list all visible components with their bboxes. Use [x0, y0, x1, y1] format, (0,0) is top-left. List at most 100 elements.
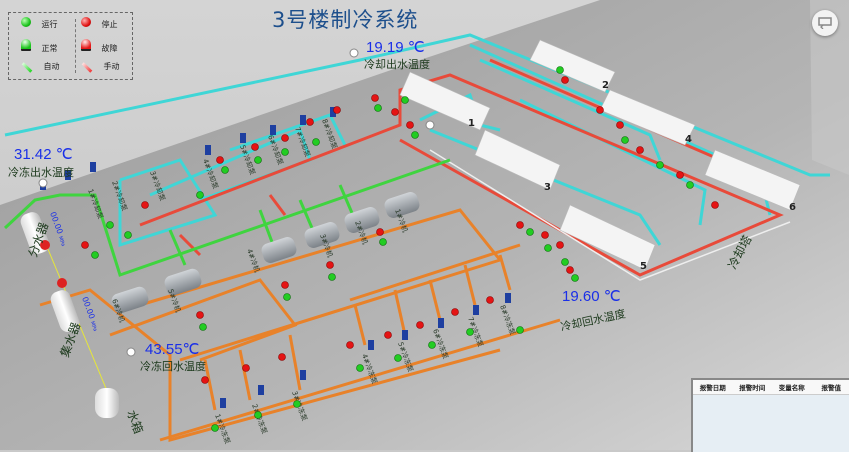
stopped-indicator-icon [197, 312, 204, 319]
col-alarm-date[interactable]: 报警日期 [693, 382, 733, 392]
tower-number: 4 [685, 134, 692, 145]
legend-fault: 故障 [102, 44, 118, 53]
alarm-table-header: 报警日期 报警时间 变量名称 报警值 [693, 380, 849, 395]
stopped-indicator-icon [372, 95, 379, 102]
running-indicator-icon [357, 365, 364, 372]
running-indicator-icon [255, 412, 262, 419]
stopped-indicator-icon [637, 147, 644, 154]
cooling-return-temp: 19.60 ℃ [562, 287, 621, 305]
stopped-indicator-icon [407, 122, 414, 129]
running-indicator-icon [412, 132, 419, 139]
running-indicator-icon [545, 245, 552, 252]
running-indicator-icon [517, 327, 524, 334]
running-indicator-icon [212, 425, 219, 432]
stopped-indicator-icon [252, 144, 259, 151]
running-indicator-icon [562, 259, 569, 266]
running-indicator-icon [572, 275, 579, 282]
tower-number: 2 [602, 80, 609, 91]
running-indicator-icon [402, 97, 409, 104]
stopped-indicator-icon [487, 297, 494, 304]
stopped-indicator-icon [347, 342, 354, 349]
running-indicator-icon [467, 329, 474, 336]
col-variable-name[interactable]: 变量名称 [772, 382, 812, 392]
stopped-indicator-icon [385, 332, 392, 339]
stopped-indicator-icon [279, 354, 286, 361]
running-indicator-icon [329, 274, 336, 281]
stopped-indicator-icon [82, 242, 89, 249]
running-indicator-icon [657, 162, 664, 169]
auto-switch-icon [22, 62, 33, 73]
running-indicator-icon [395, 355, 402, 362]
tower-number: 1 [468, 118, 475, 129]
stopped-indicator-icon [327, 262, 334, 269]
legend-auto: 自动 [44, 62, 60, 71]
col-alarm-value[interactable]: 报警值 [812, 382, 849, 392]
running-indicator-icon [21, 17, 31, 27]
running-indicator-icon [200, 324, 207, 331]
stopped-indicator-icon [542, 232, 549, 239]
stopped-indicator-icon [142, 202, 149, 209]
stopped-indicator-icon [417, 322, 424, 329]
stopped-indicator-icon [282, 282, 289, 289]
water-tank [95, 388, 119, 418]
legend-stopped: 停止 [102, 20, 118, 29]
running-indicator-icon [294, 401, 301, 408]
stopped-indicator-icon [217, 157, 224, 164]
running-indicator-icon [222, 167, 229, 174]
cooling-out-temp: 19.19 ℃ [366, 38, 425, 56]
stopped-indicator-icon [243, 365, 250, 372]
stopped-indicator-icon [334, 107, 341, 114]
chilled-out-temp: 31.42 ℃ [14, 145, 73, 163]
running-indicator-icon [622, 137, 629, 144]
col-alarm-time[interactable]: 报警时间 [733, 382, 773, 392]
stopped-indicator-icon [377, 229, 384, 236]
running-indicator-icon [107, 222, 114, 229]
alarm-table[interactable]: 报警日期 报警时间 变量名称 报警值 [691, 378, 849, 452]
chilled-return-label: 冷冻回水温度 [140, 358, 206, 374]
fault-lamp-icon [81, 39, 91, 51]
running-indicator-icon [313, 139, 320, 146]
running-indicator-icon [557, 67, 564, 74]
stopped-indicator-icon [562, 77, 569, 84]
running-indicator-icon [687, 182, 694, 189]
stopped-indicator-icon [567, 267, 574, 274]
stopped-indicator-icon [617, 122, 624, 129]
tower-number: 3 [544, 182, 551, 193]
stopped-indicator-icon [307, 119, 314, 126]
return-icon [818, 17, 832, 29]
legend-normal: 正常 [42, 44, 58, 53]
cooling-out-label: 冷却出水温度 [364, 56, 430, 72]
stopped-indicator-icon [517, 222, 524, 229]
stopped-indicator-icon [392, 109, 399, 116]
running-indicator-icon [197, 192, 204, 199]
tower-number: 6 [789, 202, 796, 213]
running-indicator-icon [125, 232, 132, 239]
legend-manual: 手动 [104, 62, 120, 71]
running-indicator-icon [429, 342, 436, 349]
running-indicator-icon [284, 294, 291, 301]
legend-running: 运行 [42, 20, 58, 29]
running-indicator-icon [255, 157, 262, 164]
stopped-indicator-icon [712, 202, 719, 209]
return-button[interactable] [812, 10, 838, 36]
chilled-return-temp: 43.55℃ [145, 340, 199, 358]
tower-number: 5 [640, 261, 647, 272]
stopped-indicator-icon [202, 377, 209, 384]
running-indicator-icon [375, 105, 382, 112]
chilled-out-label: 冷冻出水温度 [8, 164, 74, 180]
running-indicator-icon [92, 252, 99, 259]
running-indicator-icon [282, 149, 289, 156]
stopped-indicator-icon [282, 135, 289, 142]
running-indicator-icon [527, 229, 534, 236]
stopped-indicator-icon [81, 17, 91, 27]
stopped-indicator-icon [677, 172, 684, 179]
stopped-indicator-icon [597, 107, 604, 114]
stopped-indicator-icon [557, 242, 564, 249]
stopped-indicator-icon [452, 309, 459, 316]
page-title: 3号楼制冷系统 [272, 4, 418, 34]
normal-lamp-icon [21, 39, 31, 51]
legend: 运行 停止 正常 故障 自动 手动 [8, 12, 133, 80]
pressure-gauge-icon [57, 278, 67, 288]
manual-switch-icon [82, 62, 93, 73]
running-indicator-icon [380, 239, 387, 246]
